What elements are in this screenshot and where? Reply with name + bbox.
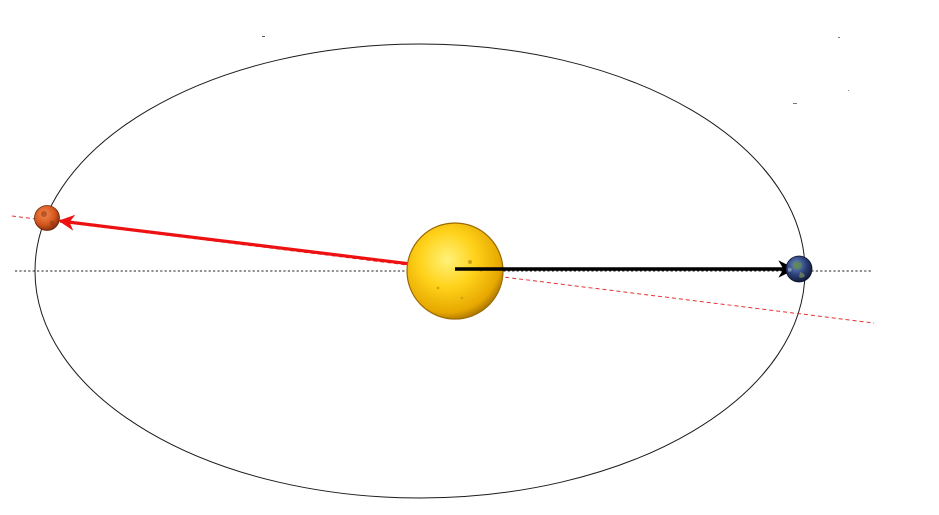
speck	[793, 103, 797, 104]
earth-icon	[785, 255, 813, 283]
speck	[262, 36, 265, 37]
sun-icon	[406, 222, 504, 320]
mars-icon	[34, 205, 60, 231]
mars-vector-arrow	[58, 214, 453, 271]
speck	[848, 90, 849, 91]
speck	[838, 37, 840, 38]
